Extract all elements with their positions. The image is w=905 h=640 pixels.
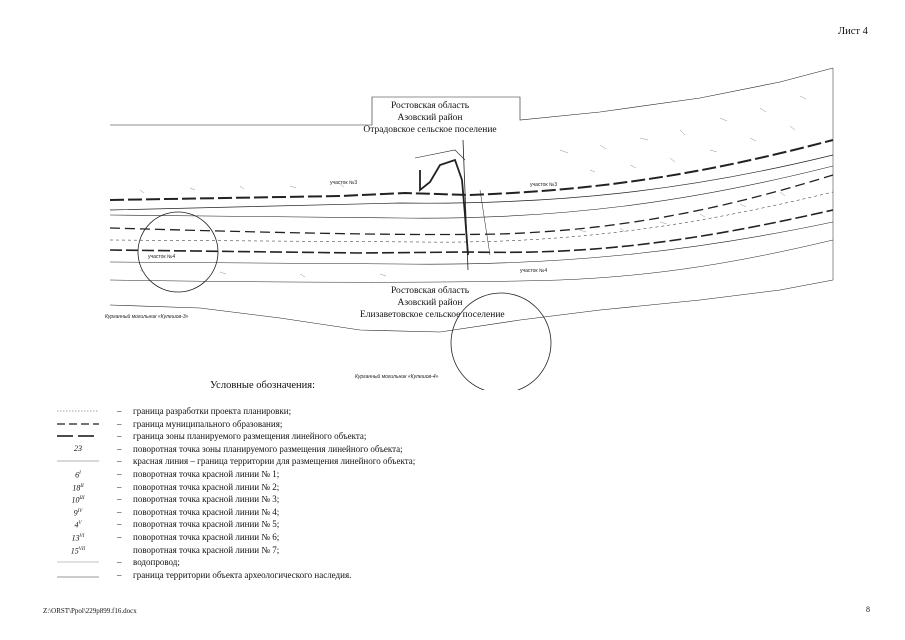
monument-label-2: Курганный могильник «Кулешов-4»: [355, 373, 439, 380]
site-label-4-right: участок №4: [520, 268, 547, 274]
water-pipeline-symbol: [57, 561, 99, 563]
red-line-1-symbol: 6I: [75, 470, 81, 480]
region-label-bottom: Ростовская область Азовский район Елизав…: [360, 285, 505, 321]
site-label-4-left: участок №4: [148, 254, 175, 260]
municipal-boundary-symbol: [57, 422, 99, 425]
red-line: [109, 165, 834, 219]
legend-dash: –: [117, 531, 122, 542]
legend-text: граница зоны планируемого размещения лин…: [133, 431, 367, 442]
legend-row-heritage-boundary: – граница территории объекта археологиче…: [55, 569, 855, 582]
municipal-boundary: [109, 174, 834, 236]
legend-row-red-line: – красная линия – граница территории для…: [55, 455, 855, 468]
project-boundary-symbol: [57, 410, 99, 412]
region-top-settlement: Отрадовское сельское поселение: [363, 125, 497, 135]
footer-page-number: 8: [866, 605, 870, 614]
legend: – граница разработки проекта планировки;…: [55, 405, 855, 581]
planned-zone-symbol: [57, 435, 99, 437]
legend-dash: –: [117, 431, 122, 442]
planned-zone-upper: [109, 139, 834, 201]
legend-text: граница разработки проекта планировки;: [133, 406, 292, 416]
project-boundary-lower: [109, 279, 834, 333]
legend-dash: –: [117, 418, 122, 429]
legend-text: граница муниципального образования;: [133, 418, 283, 429]
legend-row-red-line-1: 6I – поворотная точка красной линии № 1;: [55, 468, 855, 481]
legend-text: поворотная точка красной линии № 4;: [133, 506, 280, 517]
legend-row-municipal-boundary: – граница муниципального образования;: [55, 418, 855, 431]
legend-text: поворотная точка красной линии № 5;: [133, 519, 280, 530]
site-label-3-right: участок №3: [530, 182, 557, 188]
red-line-3-symbol: 10III: [71, 495, 85, 505]
legend-row-water-pipeline: – водопровод;: [55, 556, 855, 569]
heritage-circle-bottom: [450, 292, 552, 390]
legend-row-red-line-5: 4V – поворотная точка красной линии № 5;: [55, 518, 855, 531]
legend-dash: –: [117, 506, 122, 517]
region-bottom-oblast: Ростовская область: [390, 286, 470, 296]
site-label-3-left: участок №3: [330, 180, 357, 186]
zone-point-symbol: 23: [74, 443, 82, 453]
water-pipeline: [109, 239, 834, 283]
region-bottom-district: Азовский район: [397, 298, 463, 308]
region-top-district: Азовский район: [397, 113, 463, 123]
region-label-top: Ростовская область Азовский район Отрадо…: [360, 100, 500, 136]
legend-text: поворотная точка красной линии № 3;: [133, 494, 280, 505]
monument-label-1: Курганный могильник «Кулешов-3»: [105, 313, 189, 320]
heritage-boundary-symbol: [57, 576, 99, 578]
legend-row-red-line-6: 13VI – поворотная точка красной линии № …: [55, 531, 855, 544]
red-line-2-symbol: 18II: [72, 483, 84, 493]
legend-text: поворотная точка красной линии № 2;: [133, 481, 280, 492]
legend-row-red-line-3: 10III – поворотная точка красной линии №…: [55, 493, 855, 506]
legend-row-planned-zone: – граница зоны планируемого размещения л…: [55, 430, 855, 443]
legend-row-project-boundary: – граница разработки проекта планировки;: [55, 405, 855, 418]
legend-dash: –: [117, 468, 122, 479]
legend-text: водопровод;: [133, 557, 180, 568]
legend-row-red-line-4: 9IV – поворотная точка красной линии № 4…: [55, 506, 855, 519]
legend-text: красная линия – граница территории для р…: [133, 456, 416, 467]
heritage-circle-left: [137, 211, 219, 293]
legend-text: поворотная точка красной линии № 1;: [133, 468, 280, 479]
region-top-oblast: Ростовская область: [390, 101, 470, 111]
footer-file-path: Z:\ORST\Ppol\229p899.f16.docx: [43, 607, 137, 615]
red-line-4-symbol: 9IV: [73, 508, 83, 518]
sheet-label: Лист 4: [838, 26, 868, 37]
red-line-7-symbol: 15VII: [70, 546, 86, 556]
project-boundary: [110, 67, 834, 126]
red-line-6-symbol: 13VI: [71, 533, 85, 543]
legend-text: поворотная точка красной линии № 7;: [133, 544, 280, 555]
red-line-5-symbol: 4V: [74, 521, 82, 530]
legend-row-red-line-2: 18II – поворотная точка красной линии № …: [55, 481, 855, 494]
legend-text: поворотная точка красной линии № 6;: [133, 531, 280, 542]
red-line-symbol: [57, 461, 99, 462]
planned-zone-lower: [109, 209, 834, 254]
region-bottom-settlement: Елизаветовское сельское поселение: [360, 310, 505, 320]
legend-row-zone-point: 23 – поворотная точка зоны планируемого …: [55, 443, 855, 456]
legend-text: граница территории объекта археологическ…: [133, 569, 352, 580]
legend-dash: –: [117, 494, 122, 505]
legend-dash: –: [117, 443, 122, 454]
legend-dash: –: [117, 569, 122, 580]
legend-dash: –: [117, 557, 122, 568]
legend-dash: –: [117, 481, 122, 492]
legend-dash: –: [117, 519, 122, 530]
planning-map: участок №3 участок №3 участок №4 участок…: [105, 67, 834, 390]
legend-row-red-line-7: 15VII поворотная точка красной линии № 7…: [55, 544, 855, 557]
legend-dash: –: [117, 406, 122, 416]
legend-title: Условные обозначения:: [210, 380, 316, 391]
legend-text: поворотная точка зоны планируемого разме…: [133, 443, 403, 454]
legend-dash: –: [117, 456, 122, 467]
